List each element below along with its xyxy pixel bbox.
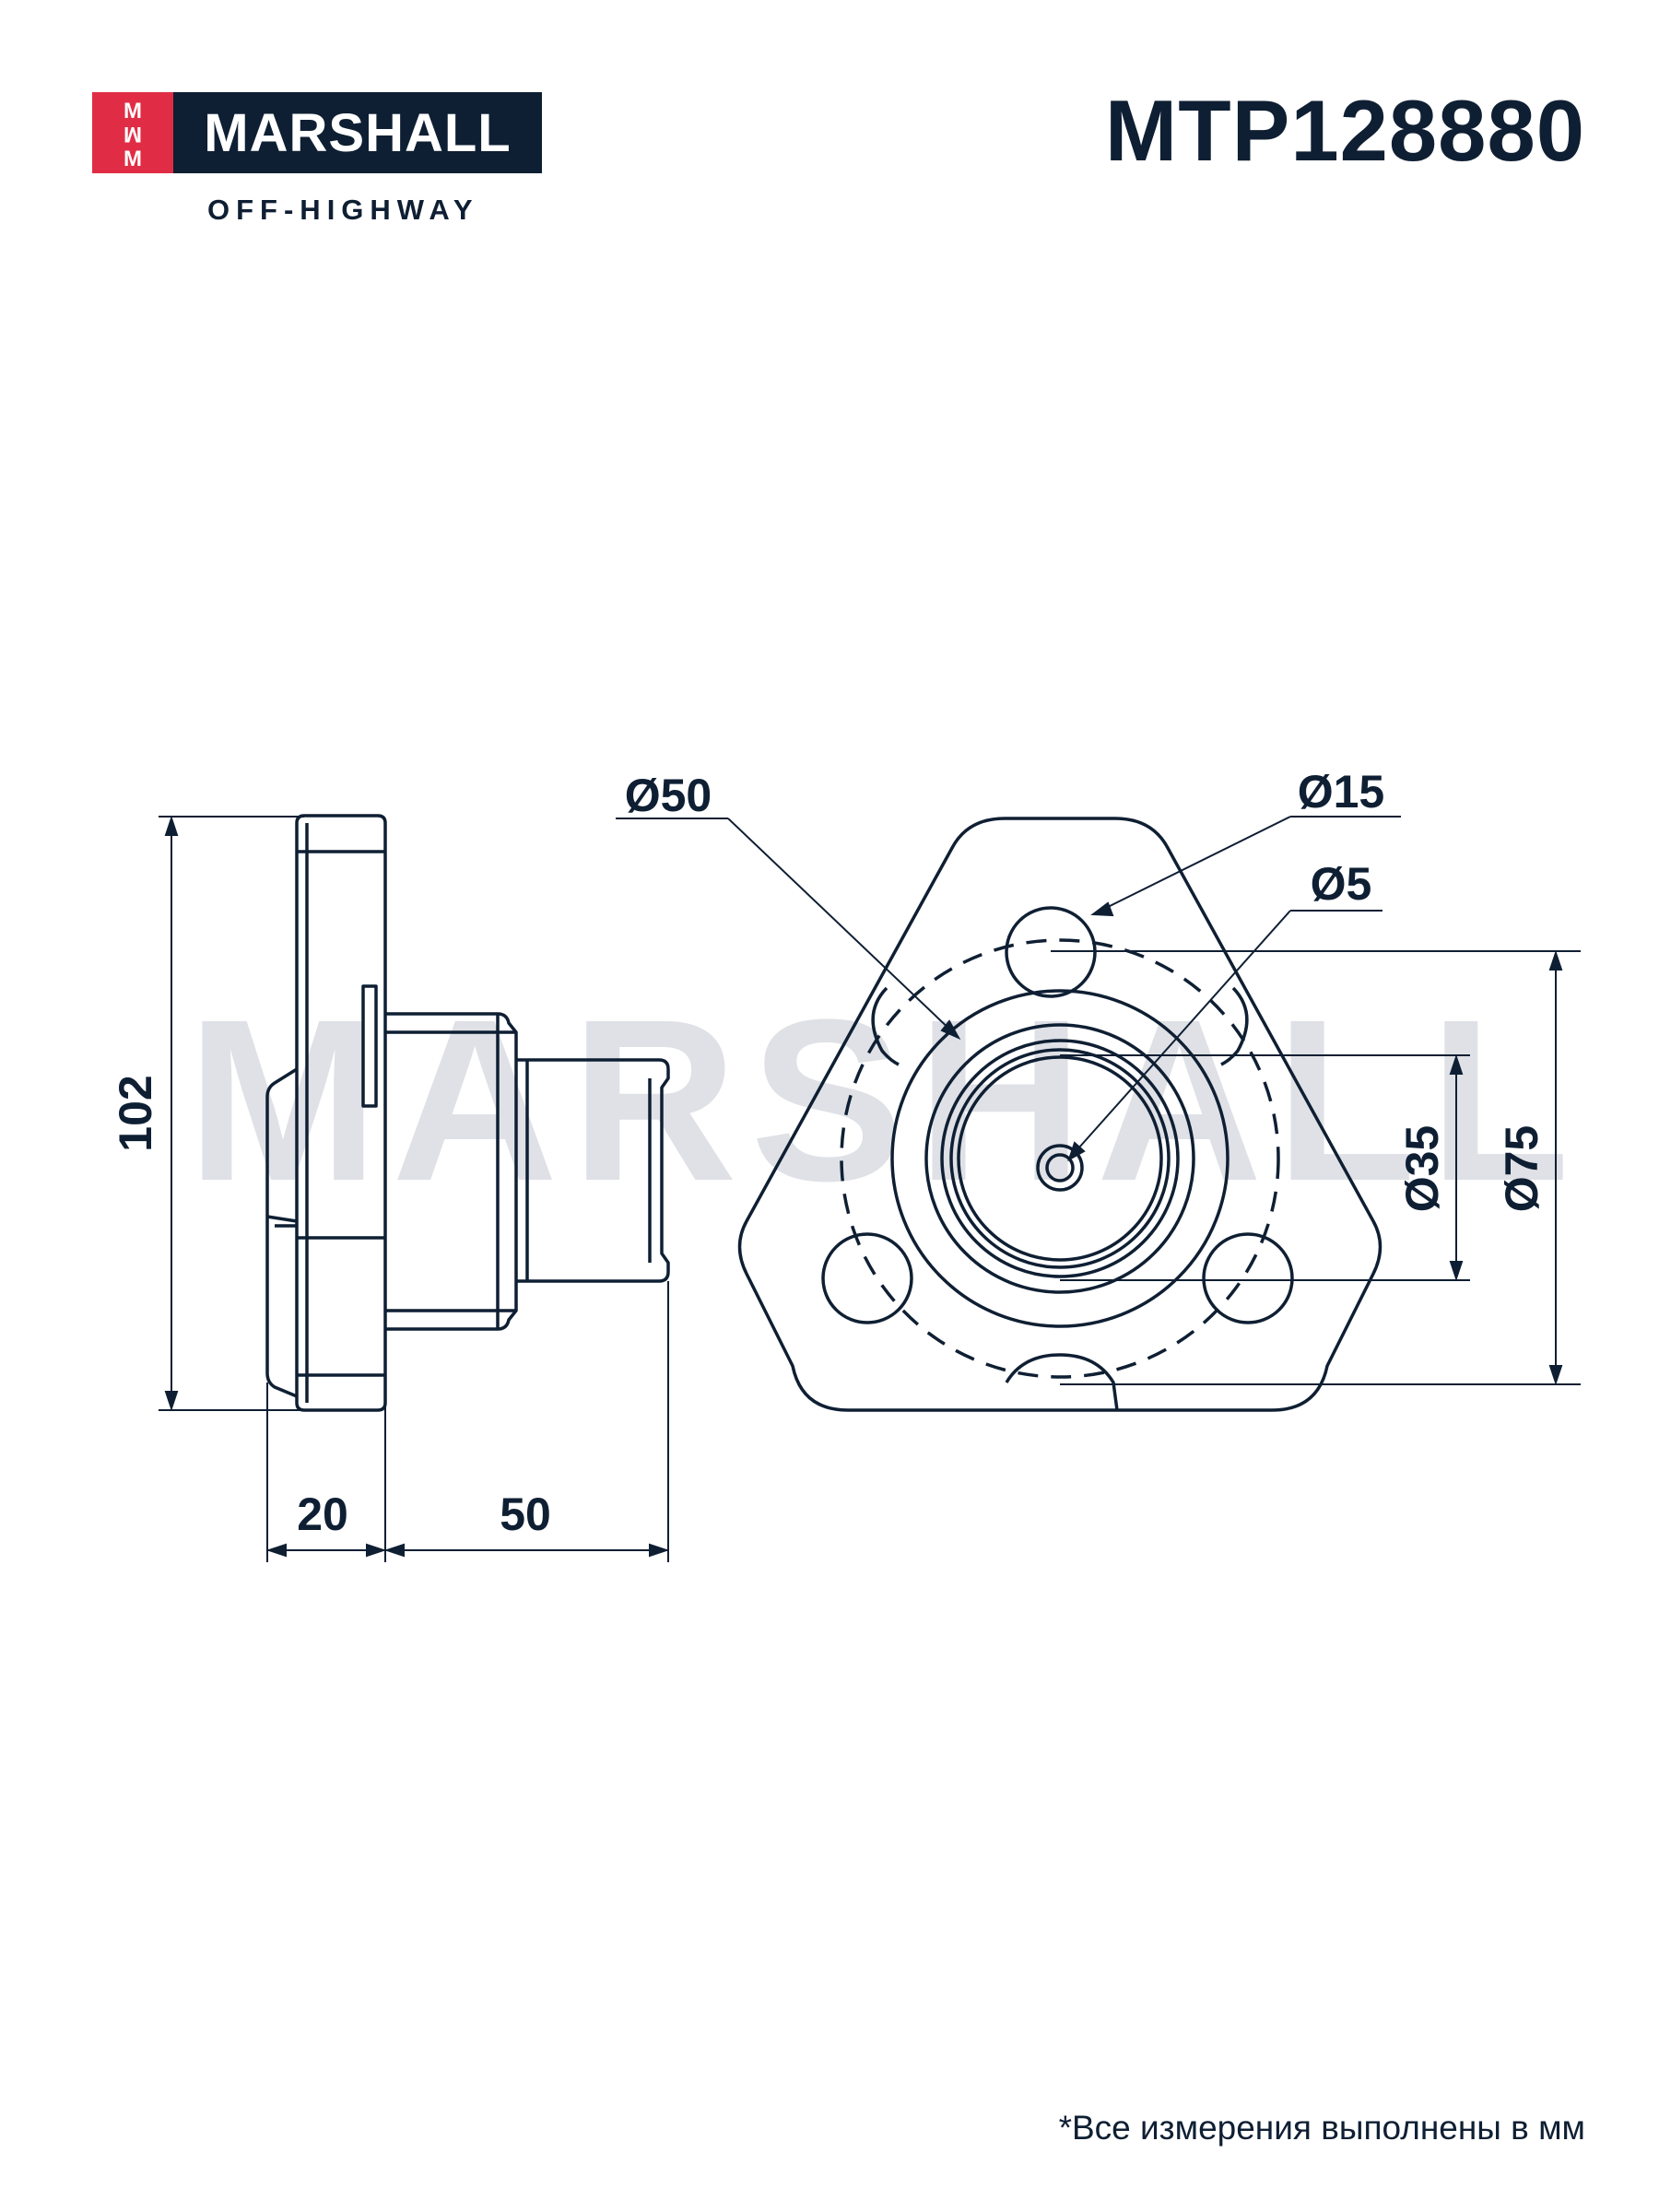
side-view — [265, 814, 670, 1412]
svg-text:M: M — [124, 99, 142, 124]
svg-text:M: M — [124, 147, 142, 171]
dim-hub-diameter-label: Ø35 — [1396, 1125, 1448, 1213]
part-number: MTP128880 — [1104, 82, 1585, 179]
bolt-hole-left — [821, 1232, 913, 1324]
center-hole — [1036, 1144, 1084, 1192]
brand-tagline: OFF-HIGHWAY — [207, 194, 479, 226]
dimension-lines — [159, 815, 1581, 1562]
footnote: *Все измерения выполнены в мм — [1058, 2109, 1585, 2147]
brand-name: MARSHALL — [204, 102, 512, 163]
logo-mark-block — [92, 92, 173, 173]
logo-wordmark: MARSHALL — [173, 92, 542, 173]
dim-hub-length-label: 50 — [500, 1488, 551, 1540]
dim-outer-diameter-label: Ø75 — [1496, 1125, 1547, 1213]
dim-flange-thickness-label: 20 — [297, 1488, 348, 1540]
watermark: MARSHALL — [187, 971, 1583, 1229]
dim-bolt-circle-label: Ø50 — [625, 770, 712, 821]
bolt-circle — [840, 938, 1280, 1379]
logo-mark-icon: M M M — [124, 99, 142, 171]
dim-bolt-hole-label: Ø15 — [1298, 766, 1385, 818]
dim-center-hole-label: Ø5 — [1311, 858, 1372, 910]
flange-outline — [737, 817, 1382, 1412]
dim-height-label: 102 — [110, 1075, 161, 1151]
bolt-hole-right — [1202, 1232, 1294, 1324]
brand-logo: M M M MARSHALL — [92, 92, 542, 173]
svg-text:M: M — [124, 122, 142, 147]
